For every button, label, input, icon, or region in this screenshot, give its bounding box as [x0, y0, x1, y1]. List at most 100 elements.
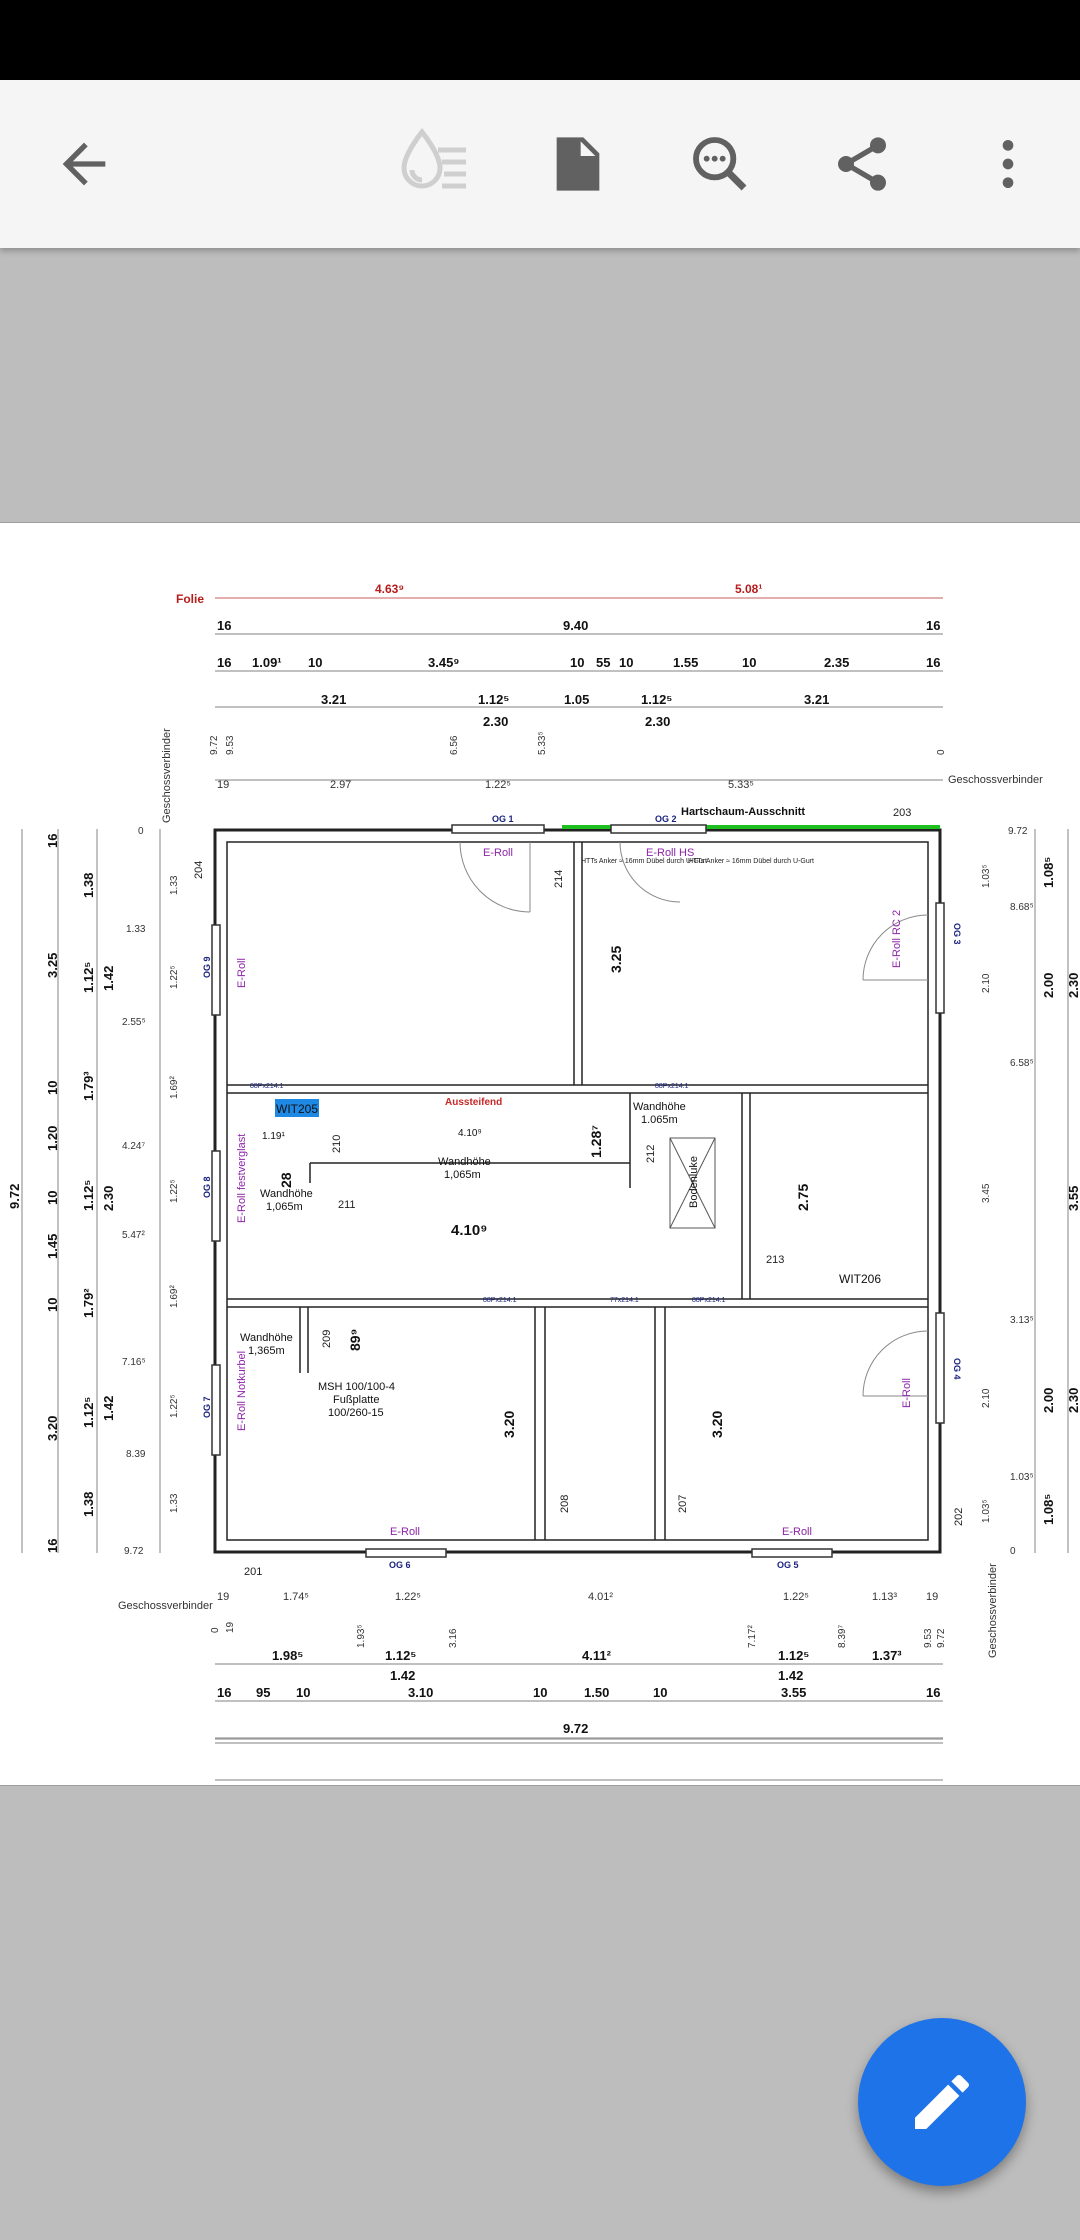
- og2-label: OG 2: [655, 814, 677, 824]
- wandhoehe-3-label: Wandhöhe: [260, 1188, 313, 1200]
- right-inner-0: 9.72: [1008, 826, 1028, 837]
- og8-label: OG 8: [202, 1176, 212, 1198]
- left-inner-5: 7.16⁵: [122, 1357, 146, 1368]
- more-vert-icon: [1002, 140, 1014, 188]
- dim-4109: 4.10⁹: [451, 1222, 487, 1239]
- eroll-bottom-left: E-Roll: [390, 1526, 420, 1538]
- top-dim-16b: 16: [926, 618, 940, 633]
- top3-e: 3.21: [804, 692, 829, 707]
- left-inner-1: 1.33: [126, 924, 146, 935]
- top3-c: 1.05: [564, 692, 589, 707]
- geschoss-left-top: Geschossverbinder: [161, 728, 173, 823]
- search-document-icon: [693, 137, 747, 191]
- eroll-left-top: E-Roll: [236, 958, 248, 988]
- top2-b: 1.09¹: [252, 655, 282, 670]
- pencil-edit-icon: [915, 2074, 969, 2129]
- bottom1-c: 1.22⁵: [395, 1591, 421, 1603]
- edit-fab-button[interactable]: [858, 2018, 1026, 2186]
- left-mid-3: 1.12⁵: [81, 1180, 96, 1211]
- back-button[interactable]: [40, 120, 128, 208]
- room-208: 208: [559, 1495, 571, 1513]
- right-outer-0: 2.30: [1066, 973, 1080, 998]
- left-mid-1: 1.12⁵: [81, 962, 96, 993]
- bottom-small-1: 19: [225, 1621, 236, 1633]
- top2-e: 10: [570, 655, 584, 670]
- room-211: 211: [338, 1199, 356, 1211]
- app-toolbar: [0, 80, 1080, 248]
- bottom-total: 9.72: [563, 1721, 588, 1736]
- left-inner-7: 9.72: [124, 1546, 144, 1557]
- dim-320b: 3.20: [709, 1411, 725, 1438]
- left-inner2-1: 1.22⁵: [169, 965, 180, 989]
- reflow-button[interactable]: [390, 120, 478, 208]
- left-outer-8: 16: [45, 1539, 60, 1553]
- share-button[interactable]: [818, 120, 906, 208]
- more-options-button[interactable]: [964, 120, 1052, 208]
- bottom1-a: 19: [217, 1591, 229, 1603]
- top2-i: 10: [742, 655, 756, 670]
- opening-3: 88Px214.1: [483, 1297, 517, 1304]
- top-small-b: 9.53: [225, 735, 236, 755]
- right-mid-0: 1.08⁵: [1041, 857, 1056, 888]
- right-inner-5: 0: [1010, 1546, 1016, 1557]
- msh-line1: MSH 100/100-4: [318, 1381, 395, 1393]
- right-outer-1: 3.55: [1066, 1186, 1080, 1211]
- wit205-label: WIT205: [276, 1102, 318, 1116]
- right-inner-3: 3.13⁵: [1010, 1315, 1034, 1326]
- dim-899: 89⁹: [347, 1329, 363, 1351]
- left-inner-0: 0: [138, 826, 144, 837]
- right-mid-3: 1.08⁵: [1041, 1494, 1056, 1525]
- right-outer-2: 2.30: [1066, 1388, 1080, 1413]
- bottom3-a: 16: [217, 1685, 231, 1700]
- bottom-small-0: 0: [210, 1627, 221, 1633]
- bottom1-b: 1.74⁵: [283, 1591, 309, 1603]
- bottom3-b: 95: [256, 1685, 270, 1700]
- top4-d: 5.33⁵: [728, 779, 754, 791]
- dim-325: 3.25: [608, 946, 624, 973]
- eroll-top: E-Roll: [483, 847, 513, 859]
- room-214: 214: [553, 870, 565, 888]
- left-outer-2: 10: [45, 1081, 60, 1095]
- left-inner2-2: 1.69²: [169, 1076, 180, 1099]
- room-212: 212: [645, 1145, 657, 1163]
- top3b-b: 2.30: [645, 714, 670, 729]
- document-button[interactable]: [534, 120, 622, 208]
- left-outer-5: 1.45: [45, 1234, 60, 1259]
- aussteifend-label: Aussteifend: [445, 1097, 502, 1108]
- opening-1: 88Px214.1: [250, 1083, 284, 1090]
- bottom1-d: 4.01²: [588, 1591, 613, 1603]
- bottom2-d: 1.12⁵: [778, 1648, 809, 1663]
- share-icon: [838, 137, 886, 191]
- top-small-a: 9.72: [209, 735, 220, 755]
- wit206-label: WIT206: [839, 1272, 881, 1286]
- room-207: 207: [677, 1495, 689, 1513]
- htts-1: HTTs Anker ≈ 16mm Dübel durch U-Gurt: [581, 858, 707, 865]
- left-mid2-2: 1.42: [101, 1396, 116, 1421]
- bottom-small-5: 8.39⁷: [837, 1625, 848, 1648]
- wandhoehe-3-value: 1,065m: [266, 1201, 303, 1213]
- left-outer-7: 3.20: [45, 1416, 60, 1441]
- hartschaum-label: Hartschaum-Ausschnitt: [681, 806, 805, 818]
- top2-g: 10: [619, 655, 633, 670]
- og3-label: OG 3: [952, 923, 962, 945]
- opening-2: 88Px214.1: [655, 1083, 689, 1090]
- top2-a: 16: [217, 655, 231, 670]
- eroll-rc2: E-Roll RC 2: [891, 910, 903, 968]
- pdf-page[interactable]: Folie 4.63⁹ 5.08¹ 16 9.40 16 16 1.09¹ 10…: [0, 522, 1080, 1786]
- right-inner2-1: 2.10: [981, 973, 992, 993]
- search-button[interactable]: [676, 120, 764, 208]
- og7-label: OG 7: [202, 1396, 212, 1418]
- room-201: 201: [244, 1566, 262, 1578]
- bottom3-d: 3.10: [408, 1685, 433, 1700]
- og9-label: OG 9: [202, 956, 212, 978]
- right-inner-4: 1.03⁵: [1010, 1472, 1034, 1483]
- document-icon: [556, 137, 600, 191]
- top2-d: 3.45⁹: [428, 655, 459, 670]
- left-inner-2: 2.55⁵: [122, 1017, 146, 1028]
- eroll-festverglast: E-Roll festverglast: [236, 1134, 248, 1223]
- bottom3-c: 10: [296, 1685, 310, 1700]
- folie-right-dim: 5.08¹: [735, 582, 762, 596]
- left-outer-1: 3.25: [45, 953, 60, 978]
- top2-k: 16: [926, 655, 940, 670]
- left-inner-4: 5.47²: [122, 1230, 145, 1241]
